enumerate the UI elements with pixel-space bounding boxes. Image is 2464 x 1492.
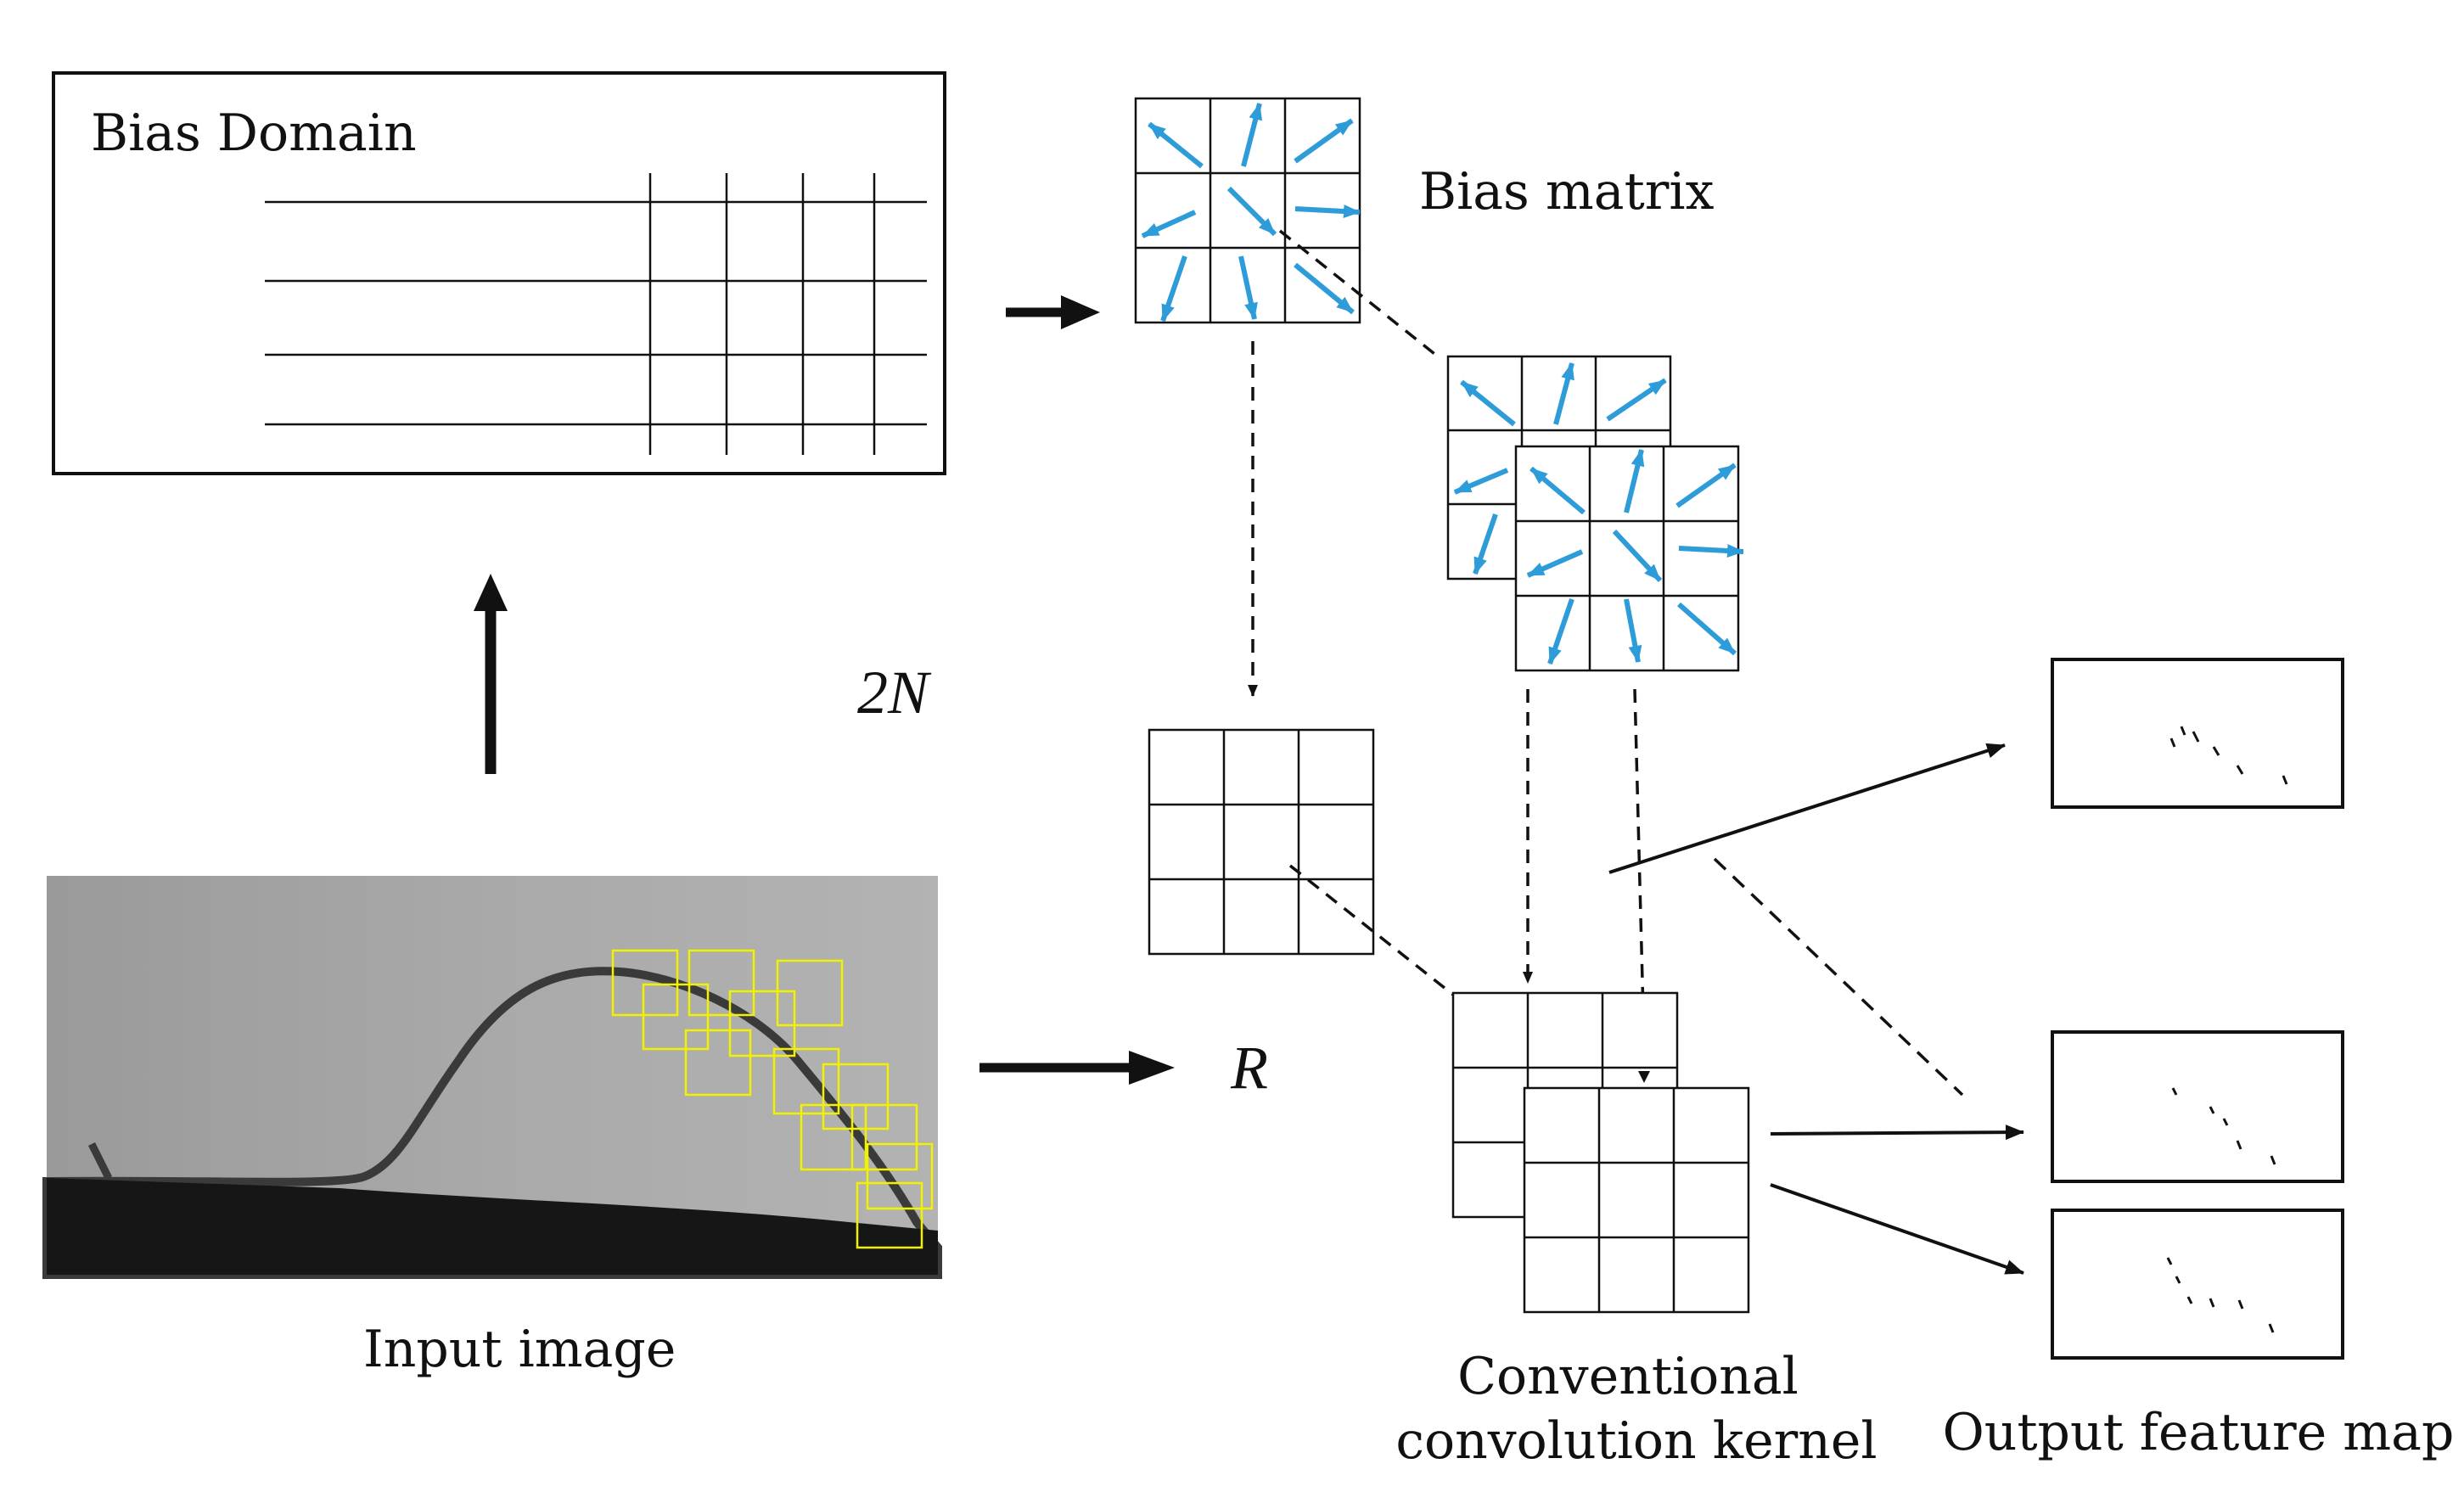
- up-arrow: [474, 574, 508, 774]
- offset-arrow-icon: [1141, 103, 1361, 322]
- bias-matrix-label: Bias matrix: [1419, 162, 1715, 222]
- regular-grid: [1148, 728, 1375, 956]
- conv-kernel-label-2: convolution kernel: [1395, 1411, 1877, 1471]
- conv-kernel-front: [1523, 1086, 1750, 1314]
- arrow-to-output-1: [1608, 743, 2006, 874]
- stacked-bias-matrix-front: [1514, 445, 1744, 672]
- dashed-connector: [1278, 229, 1440, 358]
- sampling-boxes: [611, 949, 934, 1249]
- two-n-label: 2N: [857, 659, 932, 726]
- offset-arrow-icon: [1453, 362, 1667, 575]
- image-to-r-arrow: [979, 1051, 1175, 1085]
- conv-kernel-label-1: Conventional: [1457, 1347, 1799, 1406]
- dashed-connector-grid: [1288, 864, 1455, 996]
- bias-domain-grid: [265, 173, 927, 455]
- dashed-to-output-2: [1713, 857, 1964, 1097]
- output-feature-map-label: Output feature map: [1943, 1403, 2455, 1462]
- arrow-to-output-3: [1770, 1183, 2024, 1275]
- output-feature-map-2: [2051, 1030, 2344, 1183]
- offset-arrow-icon: [1526, 449, 1744, 665]
- bias-domain-title: Bias Domain: [91, 104, 417, 163]
- r-label: R: [1230, 1034, 1268, 1102]
- bias-matrix: [1134, 97, 1361, 324]
- dashed-arrow-head: [1638, 1071, 1650, 1083]
- arrow-to-output-2: [1770, 1125, 2024, 1141]
- input-image: [42, 876, 942, 1279]
- bias-domain-panel: Bias Domain: [52, 71, 946, 475]
- input-image-label: Input image: [363, 1320, 676, 1379]
- bias-to-matrix-arrow: [1006, 295, 1100, 329]
- output-feature-map-3: [2051, 1209, 2344, 1360]
- output-feature-map-1: [2051, 658, 2344, 809]
